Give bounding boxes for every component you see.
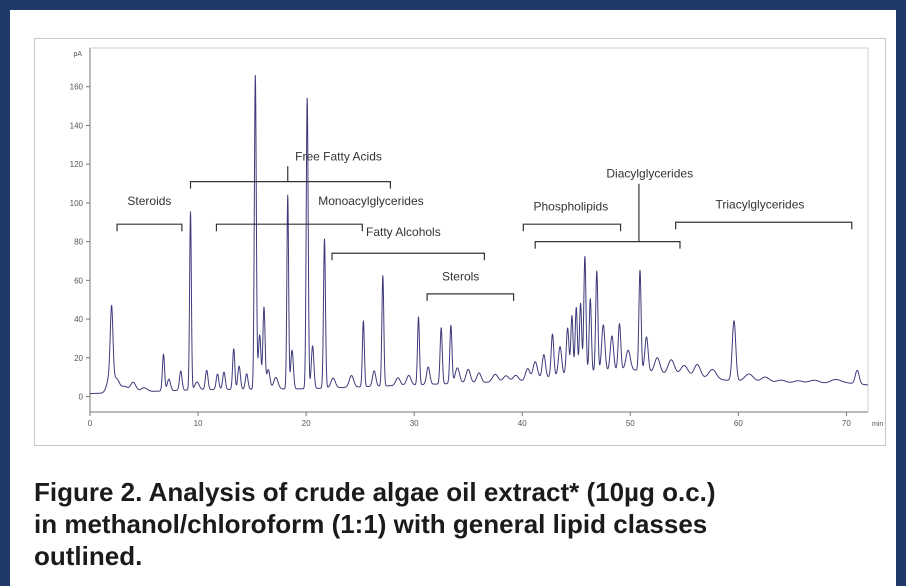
- caption-line-1: Figure 2. Analysis of crude algae oil ex…: [34, 477, 716, 507]
- lipid-class-label: Sterols: [442, 269, 479, 283]
- x-unit-label: min: [872, 421, 883, 428]
- x-tick-label: 0: [88, 419, 93, 428]
- y-tick-label: 160: [70, 83, 84, 92]
- lipid-class-bracket: [426, 293, 515, 301]
- y-tick-label: 140: [70, 121, 84, 130]
- lipid-class-label: Monoacylglycerides: [318, 194, 423, 208]
- y-tick-label: 120: [70, 160, 84, 169]
- x-tick-label: 40: [518, 419, 527, 428]
- y-tick-label: 100: [70, 199, 84, 208]
- lipid-class-label: Triacylglycerides: [715, 198, 804, 212]
- chromatogram-svg: 0 20 40 60 80 100 120 140 160 pA 0 10 20 30 40 50 60 70 mi…: [34, 38, 886, 446]
- lipid-class-label: Fatty Alcohols: [366, 225, 441, 239]
- lipid-class-bracket: [189, 180, 391, 189]
- lipid-class-bracket: [534, 241, 681, 249]
- chromatogram-trace: [89, 74, 869, 395]
- chart-frame: [34, 38, 886, 446]
- plot-area: [89, 47, 869, 413]
- figure-panel: 0 20 40 60 80 100 120 140 160 pA 0 10 20 30 40 50 60 70 mi…: [10, 10, 896, 586]
- caption-line-2: in methanol/chloroform (1:1) with genera…: [34, 509, 708, 539]
- lipid-class-bracket: [331, 252, 486, 261]
- lipid-class-label: Phospholipids: [533, 200, 608, 214]
- caption-line-3: outlined.: [34, 541, 143, 571]
- chromatogram-chart: 0 20 40 60 80 100 120 140 160 pA 0 10 20 30 40 50 60 70 mi…: [34, 38, 886, 446]
- lipid-class-bracket: [215, 223, 363, 232]
- lipid-class-label: Steroids: [127, 194, 171, 208]
- y-tick-label: 40: [74, 315, 83, 324]
- lipid-class-bracket: [522, 223, 622, 232]
- lipid-class-bracket: [675, 221, 853, 230]
- y-unit-label: pA: [73, 51, 82, 58]
- lipid-class-label: Diacylglycerides: [606, 167, 693, 181]
- x-tick-label: 70: [842, 419, 851, 428]
- y-tick-label: 60: [74, 276, 83, 285]
- x-tick-label: 60: [734, 419, 743, 428]
- x-tick-label: 30: [410, 419, 419, 428]
- y-tick-label: 20: [74, 354, 83, 363]
- y-tick-label: 80: [74, 238, 83, 247]
- figure-caption: Figure 2. Analysis of crude algae oil ex…: [34, 476, 874, 572]
- x-tick-label: 10: [194, 419, 203, 428]
- x-tick-label: 20: [302, 419, 311, 428]
- lipid-class-label: Free Fatty Acids: [295, 149, 382, 163]
- lipid-class-bracket: [116, 223, 183, 232]
- y-tick-label: 0: [79, 393, 84, 402]
- x-tick-label: 50: [626, 419, 635, 428]
